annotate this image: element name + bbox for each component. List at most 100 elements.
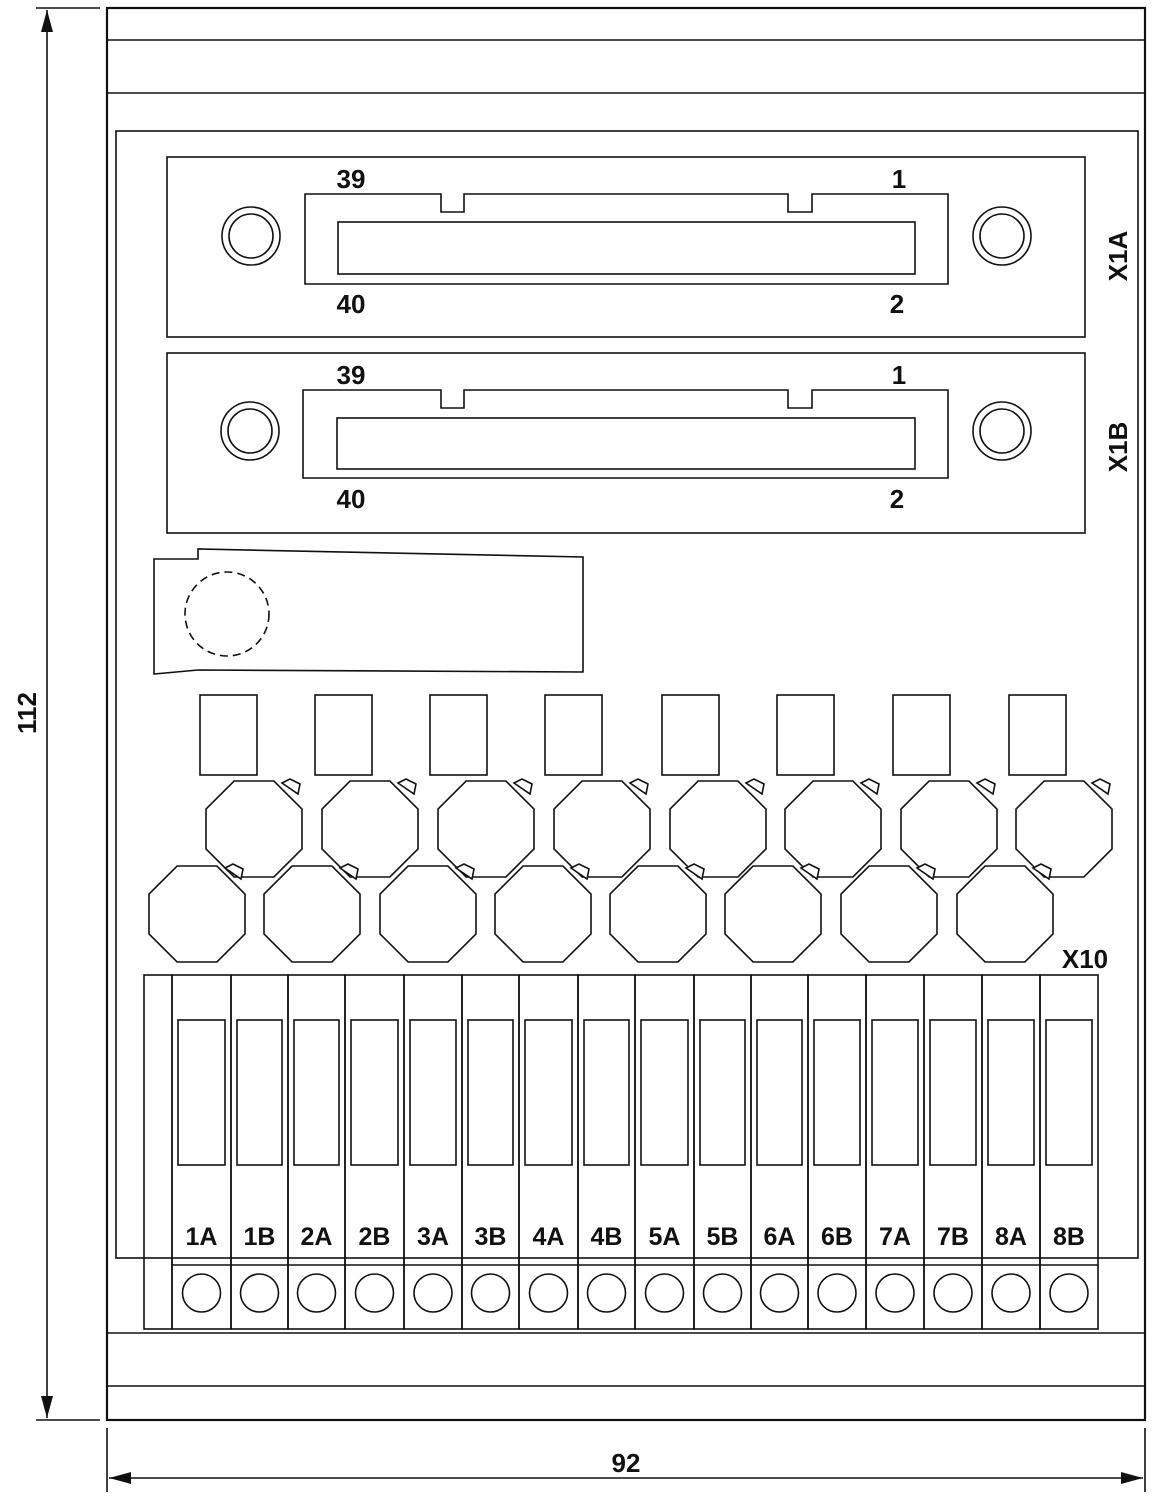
fuse-holder[interactable]: [205, 778, 303, 878]
terminal[interactable]: 6A: [750, 974, 809, 1330]
terminal-marker-slot: [640, 1019, 689, 1166]
terminal[interactable]: 2B: [344, 974, 405, 1330]
terminal[interactable]: 1B: [230, 974, 289, 1330]
terminal[interactable]: 3B: [461, 974, 520, 1330]
screw-icon: [221, 206, 281, 266]
terminal-cell: [1039, 974, 1099, 1330]
terminal-marker-slot: [467, 1019, 514, 1166]
terminal-marker-slot: [293, 1019, 340, 1166]
led-row: [199, 694, 1067, 776]
terminal-marker-slot: [409, 1019, 457, 1166]
screw-terminal-icon[interactable]: [991, 1273, 1031, 1313]
terminal[interactable]: 8A: [981, 974, 1041, 1330]
terminal[interactable]: 6B: [807, 974, 867, 1330]
terminal-label: 6B: [821, 1223, 853, 1251]
connector-opening: [336, 417, 916, 470]
housing-outline: [105, 6, 1147, 1422]
terminal-cell: [344, 974, 405, 1330]
terminal[interactable]: 7A: [865, 974, 925, 1330]
terminal-marker-slot: [177, 1019, 226, 1166]
connector-plate: [166, 352, 1086, 534]
screw-terminal-icon[interactable]: [528, 1273, 569, 1313]
terminal[interactable]: 2A: [287, 974, 346, 1330]
arrow-right-icon: [1121, 1472, 1143, 1484]
fuse-holder[interactable]: [609, 863, 707, 963]
terminal-cell: [693, 974, 752, 1330]
terminal-label: 4A: [533, 1223, 565, 1251]
terminal[interactable]: 7B: [923, 974, 983, 1330]
terminal-cell: [634, 974, 695, 1330]
screw-terminal-icon[interactable]: [296, 1273, 337, 1313]
screw-terminal-icon[interactable]: [181, 1273, 222, 1313]
terminal[interactable]: 4B: [577, 974, 636, 1330]
height-dimension-label: 112: [12, 692, 42, 734]
terminal[interactable]: 5A: [634, 974, 695, 1330]
fuse-holder[interactable]: [669, 778, 767, 878]
terminal[interactable]: 4A: [518, 974, 579, 1330]
terminal-label: 5A: [649, 1223, 681, 1251]
screw-terminal-icon[interactable]: [470, 1273, 511, 1313]
pin-label: 39: [337, 360, 366, 390]
terminal-label: 7A: [879, 1223, 911, 1251]
fuse-holder[interactable]: [900, 778, 998, 878]
pin-label: 40: [337, 289, 366, 319]
screw-terminal-icon[interactable]: [875, 1273, 915, 1313]
screw-terminal-icon[interactable]: [817, 1273, 857, 1313]
screw-terminal-icon[interactable]: [1049, 1273, 1089, 1313]
terminal-cell: [518, 974, 579, 1330]
terminal-marker-slot: [699, 1019, 746, 1166]
screw-terminal-icon[interactable]: [644, 1273, 685, 1313]
led-window: [544, 694, 603, 776]
screw-terminal-icon[interactable]: [759, 1273, 800, 1313]
fuse-holder[interactable]: [494, 863, 592, 963]
terminal[interactable]: 1A: [171, 974, 232, 1330]
screw-terminal-icon[interactable]: [239, 1273, 280, 1313]
terminal-marker-slot: [756, 1019, 803, 1166]
fuse-holder[interactable]: [263, 863, 361, 963]
fuse-holder[interactable]: [840, 863, 938, 963]
fuse-holder[interactable]: [1015, 778, 1113, 878]
terminal[interactable]: 3A: [403, 974, 463, 1330]
connector-plate: [166, 156, 1086, 338]
fuse-holder[interactable]: [321, 778, 419, 878]
terminal-cell: [171, 974, 232, 1330]
fuse-holder[interactable]: [956, 863, 1054, 963]
screw-terminal-icon[interactable]: [586, 1273, 627, 1313]
fuse-holder[interactable]: [437, 778, 535, 878]
led-window: [776, 694, 835, 776]
terminal-label: 1B: [244, 1223, 276, 1251]
screw-terminal-icon[interactable]: [702, 1273, 743, 1313]
terminal-block-label: X10: [1062, 944, 1108, 974]
screw-terminal-icon[interactable]: [354, 1273, 395, 1313]
terminal-cell: [807, 974, 867, 1330]
led-window: [314, 694, 373, 776]
terminal[interactable]: 8B: [1039, 974, 1099, 1330]
screw-icon: [220, 401, 280, 461]
fuse-holder[interactable]: [379, 863, 477, 963]
height-dimension: 112: [12, 7, 100, 1421]
fuse-holder[interactable]: [724, 863, 822, 963]
connector-label: X1B: [1103, 422, 1133, 473]
terminal-cell: [287, 974, 346, 1330]
terminal-label: 3B: [475, 1223, 507, 1251]
terminal[interactable]: 5B: [693, 974, 752, 1330]
width-dimension-label: 92: [612, 1448, 641, 1478]
marker-tab-outline: [153, 548, 584, 675]
connector-x1a: 39 1 40 2 X1A: [166, 156, 1133, 338]
terminal-end-plate: [143, 974, 173, 1330]
arrow-down-icon: [41, 1396, 53, 1418]
screw-terminal-icon[interactable]: [413, 1273, 453, 1313]
fuse-holder[interactable]: [784, 778, 882, 878]
fuse-holder[interactable]: [148, 863, 246, 963]
led-window: [661, 694, 720, 776]
terminal-cell: [461, 974, 520, 1330]
terminal-marker-slot: [583, 1019, 630, 1166]
screw-terminal-icon[interactable]: [933, 1273, 973, 1313]
fuse-rows: [148, 778, 1113, 963]
terminal-label: 2A: [301, 1223, 333, 1251]
terminal-marker-slot: [236, 1019, 283, 1166]
fuse-holder[interactable]: [553, 778, 651, 878]
